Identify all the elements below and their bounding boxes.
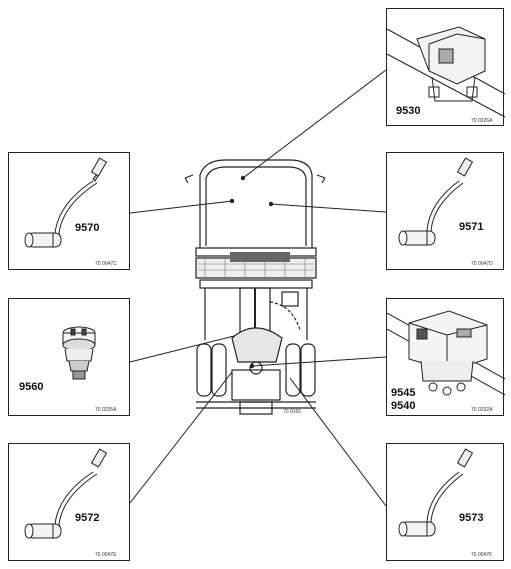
cab-window bbox=[205, 166, 307, 246]
hitch bbox=[239, 401, 273, 415]
box-9573: 9573 70 0047F bbox=[386, 443, 504, 561]
part-number-9545: 9545 bbox=[391, 387, 416, 399]
switch-9560-icon bbox=[62, 326, 96, 380]
ref-code-9545-9540: 70 0232A bbox=[471, 407, 493, 413]
part-number-9530: 9530 bbox=[396, 105, 421, 117]
front-axle-beam bbox=[199, 279, 313, 289]
bumper-hatch bbox=[198, 258, 314, 278]
ref-code-9572: 70 0047E bbox=[95, 552, 117, 558]
differential bbox=[249, 361, 263, 375]
leader-9573 bbox=[289, 377, 387, 507]
part-number-9573: 9573 bbox=[459, 512, 484, 524]
part-number-9540: 9540 bbox=[391, 400, 416, 412]
ref-code-9530: 70 0226A bbox=[471, 118, 493, 124]
part-number-9571: 9571 bbox=[459, 221, 484, 233]
box-9571: 9571 70 0047D bbox=[386, 152, 504, 270]
box-9545-9540: 9545 9540 70 0232A bbox=[386, 298, 505, 416]
sensor-9570-icon bbox=[24, 157, 108, 248]
leader-9570 bbox=[129, 200, 233, 214]
rear-wheel-left-inner bbox=[211, 343, 227, 397]
leader-9530 bbox=[242, 69, 387, 179]
cab-outline bbox=[199, 159, 313, 248]
part-number-9572: 9572 bbox=[75, 512, 100, 524]
mirror-right bbox=[316, 174, 326, 184]
leader-9572 bbox=[129, 371, 233, 504]
rear-wheel-right-inner bbox=[285, 343, 301, 397]
ref-code-9571: 70 0047D bbox=[471, 261, 493, 267]
ref-code-9573: 70 0047F bbox=[471, 552, 493, 558]
sensor-9572-icon bbox=[24, 448, 108, 539]
mirror-left bbox=[184, 174, 194, 184]
modulator-9545-icon bbox=[387, 310, 505, 396]
box-9530: 9530 70 0226A bbox=[386, 8, 505, 126]
vehicle bbox=[184, 159, 326, 415]
rear-wheel-right-outer bbox=[300, 343, 316, 397]
valve-9530-icon bbox=[387, 26, 505, 118]
sensor-9571-icon bbox=[398, 157, 474, 246]
leader-9571 bbox=[270, 203, 387, 213]
box-9570: 9570 70 0047C bbox=[8, 152, 130, 270]
fuel-tank bbox=[281, 291, 299, 307]
part-number-9560: 9560 bbox=[19, 381, 44, 393]
grille-dark bbox=[230, 252, 290, 262]
axle-housing bbox=[231, 327, 283, 363]
box-9572: 9572 70 0047E bbox=[8, 443, 130, 561]
ref-code-9570: 70 0047C bbox=[95, 261, 117, 267]
ref-code-9560: 70 0235A bbox=[95, 407, 117, 413]
leader-9545-9540 bbox=[251, 356, 387, 367]
rear-wheel-left-outer bbox=[196, 343, 212, 397]
rear-frame bbox=[231, 369, 281, 401]
part-number-9570: 9570 bbox=[75, 222, 100, 234]
hidden-pipe bbox=[269, 301, 301, 331]
sensor-9573-icon bbox=[398, 448, 474, 537]
center-ref-code: 70 0165 bbox=[283, 409, 302, 415]
box-9560: 9560 70 0235A bbox=[8, 298, 130, 416]
